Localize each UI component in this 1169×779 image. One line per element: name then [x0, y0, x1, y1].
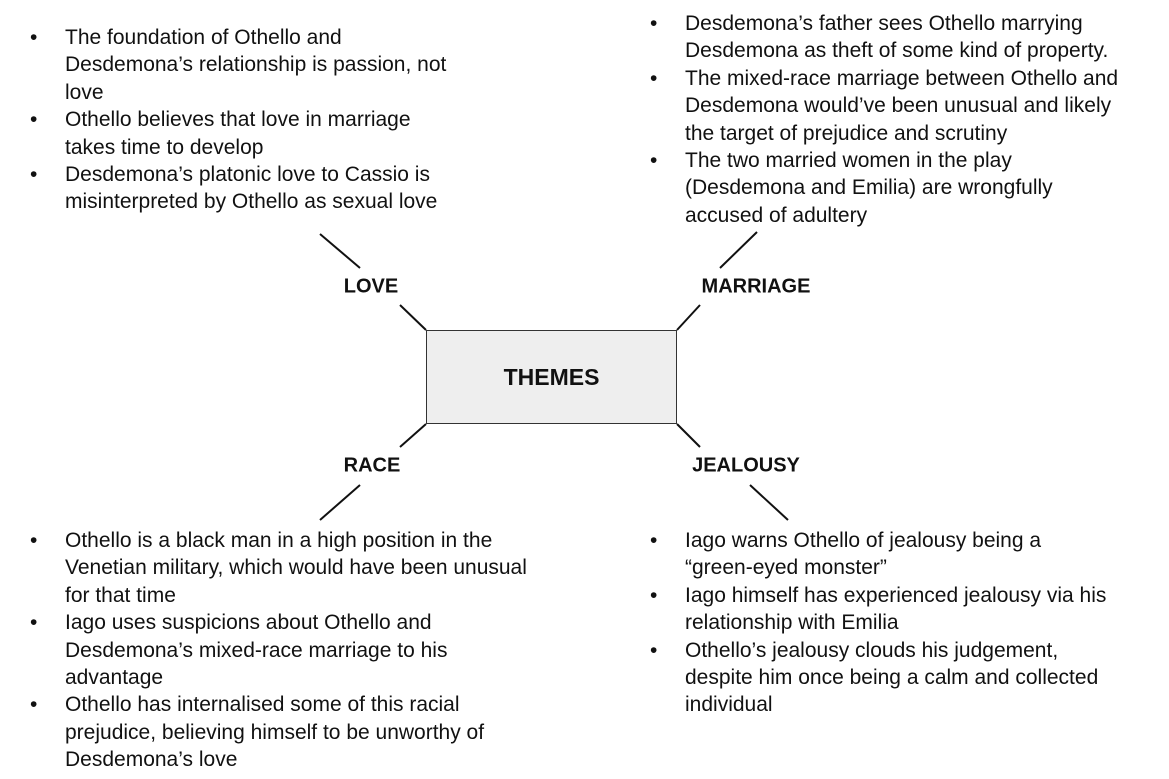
love-bullet-item: Desdemona’s platonic love to Cassio is mi…	[30, 161, 446, 216]
race-bullets: Othello is a black man in a high positio…	[30, 527, 527, 774]
themes-title: THEMES	[503, 363, 600, 390]
jealousy-label: JEALOUSY	[692, 454, 800, 477]
bullet-line: Othello is a black man in a high positio…	[65, 529, 493, 552]
marriage-bullet-item: Desdemona’s father sees Othello marrying…	[650, 10, 1118, 65]
bullet-line: Desdemona’s love	[65, 748, 238, 772]
bullet-line: Othello believes that love in marriage	[65, 108, 411, 132]
jealousy-bullet-item: Iago warns Othello of jealousy being a “g…	[650, 527, 1106, 582]
bullet-line: Venetian military, which would have been…	[65, 556, 527, 580]
marriage-connector-lower	[676, 304, 701, 331]
jealousy-connector-upper	[676, 423, 701, 448]
bullet-line: The mixed-race marriage between Othello …	[685, 66, 1119, 90]
jealousy-bullet-item: Othello’s jealousy clouds his judgement,…	[650, 637, 1106, 719]
love-bullet-item: The foundation of Othello andDesdemona’s…	[30, 24, 446, 106]
bullet-line: Desdemona would’ve been unusual and like…	[685, 94, 1112, 118]
bullet-line: prejudice, believing himself to be unwor…	[65, 720, 485, 744]
bullet-line: despite him once being a calm and collec…	[685, 666, 1099, 690]
bullet-line: Desdemona’s father sees Othello marrying	[685, 12, 1083, 35]
bullet-line: love	[65, 80, 104, 104]
race-connector-upper	[399, 423, 427, 448]
bullet-line: accused of adultery	[685, 203, 868, 227]
marriage-connector-upper	[719, 231, 758, 269]
jealousy-bullets: Iago warns Othello of jealousy being a “g…	[650, 527, 1106, 719]
bullet-line: “green-eyed monster”	[685, 556, 887, 580]
bullet-line: Othello’s jealousy clouds his judgement,	[685, 638, 1059, 662]
marriage-label: MARRIAGE	[701, 275, 811, 298]
bullet-line: Othello has internalised some of this ra…	[65, 693, 460, 717]
jealousy-connector-lower	[749, 484, 789, 521]
love-bullets: The foundation of Othello andDesdemona’s…	[30, 24, 446, 216]
bullet-line: relationship with Emilia	[685, 611, 899, 635]
bullet-line: Desdemona as theft of some kind of prope…	[685, 39, 1109, 63]
marriage-bullet-item: The two married women in the play (Desdem…	[650, 147, 1118, 229]
bullet-line: individual	[685, 693, 773, 717]
bullet-line: Iago warns Othello of jealousy being a	[685, 529, 1042, 552]
bullet-line: takes time to develop	[65, 135, 264, 159]
bullet-line: Iago himself has experienced jealousy vi…	[685, 583, 1107, 607]
bullet-line: Iago uses suspicions about Othello and	[65, 611, 432, 635]
bullet-line: for that time	[65, 583, 176, 607]
bullet-line: advantage	[65, 666, 164, 690]
race-bullet-item: Othello is a black man in a high positio…	[30, 527, 527, 609]
bullet-line: The foundation of Othello and	[65, 26, 342, 49]
love-label: LOVE	[343, 275, 399, 298]
race-bullet-item: Iago uses suspicions about Othello andDe…	[30, 609, 527, 691]
race-label: RACE	[343, 454, 401, 477]
marriage-bullets: Desdemona’s father sees Othello marrying…	[650, 10, 1118, 229]
love-connector-upper	[319, 233, 361, 269]
bullet-line: the target of prejudice and scrutiny	[685, 121, 1008, 145]
marriage-bullet-item: The mixed-race marriage between Othello …	[650, 65, 1118, 147]
bullet-line: Desdemona’s mixed-race marriage to his	[65, 638, 448, 662]
love-connector-lower	[399, 304, 427, 331]
love-bullet-item: Othello believes that love in marriage ta…	[30, 106, 446, 161]
jealousy-bullet-item: Iago himself has experienced jealousy vi…	[650, 582, 1106, 637]
race-bullet-item: Othello has internalised some of this ra…	[30, 691, 527, 773]
bullet-line: The two married women in the play	[685, 149, 1012, 173]
bullet-line: (Desdemona and Emilia) are wrongfully	[685, 176, 1053, 200]
themes-center-box: THEMES	[426, 330, 677, 424]
bullet-line: Desdemona’s relationship is passion, not	[65, 53, 447, 77]
bullet-line: misinterpreted by Othello as sexual love	[65, 190, 438, 214]
bullet-line: Desdemona’s platonic love to Cassio is	[65, 163, 430, 187]
race-connector-lower	[319, 484, 361, 521]
